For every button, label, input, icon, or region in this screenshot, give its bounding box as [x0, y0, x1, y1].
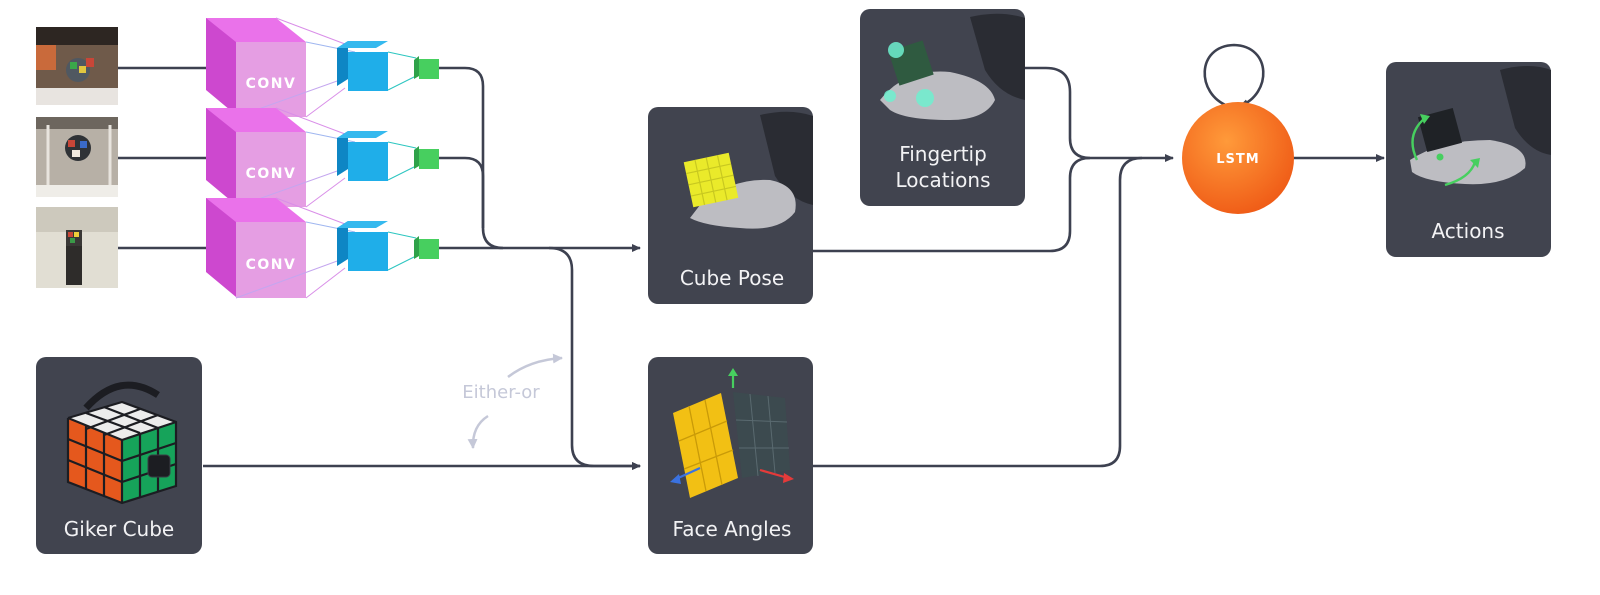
- either-or-arrow-down: [467, 414, 489, 449]
- face-angles-node: Face Angles: [648, 357, 813, 554]
- face-angles-label: Face Angles: [673, 517, 792, 541]
- edge-fingertip-to-lstm: [1024, 66, 1091, 160]
- conv-label: CONV: [246, 166, 297, 182]
- either-or-label: Either-or: [462, 382, 540, 403]
- fingertip-label-line2: Locations: [895, 168, 990, 192]
- either-or-arrow-up: [507, 353, 563, 378]
- edge-face-angles-to-lstm: [810, 156, 1143, 468]
- camera-image-3: [36, 207, 118, 288]
- conv-label: CONV: [246, 257, 297, 273]
- green-block-2: [414, 146, 439, 169]
- conv-label: CONV: [246, 76, 297, 92]
- blue-block-3: [337, 221, 388, 271]
- fingertip-locations-node: Fingertip Locations: [860, 9, 1025, 206]
- face-angles-cube-icon: [670, 368, 794, 498]
- giker-cube-node: Giker Cube: [36, 357, 202, 554]
- edge-stream1-merge: [439, 66, 504, 250]
- actions-label: Actions: [1431, 219, 1504, 243]
- actions-node: Actions: [1386, 62, 1551, 257]
- edge-to-face-angles: [548, 246, 641, 470]
- edge-cube-pose-to-lstm: [810, 156, 1091, 253]
- conv-block-2: CONV: [206, 108, 306, 207]
- fingertip-label-line1: Fingertip: [899, 142, 987, 166]
- cube-pose-node: Cube Pose: [648, 107, 813, 304]
- camera-image-2: [36, 117, 118, 197]
- blue-block-2: [337, 131, 388, 181]
- conv-connectors-3: [235, 197, 417, 299]
- lstm-label: LSTM: [1216, 152, 1259, 167]
- blue-block-1: [337, 41, 388, 91]
- giker-cube-icon: [66, 381, 178, 505]
- camera-image-1: [36, 27, 118, 105]
- either-or-annotation: Either-or: [462, 353, 563, 449]
- conv-block-3: CONV: [206, 198, 306, 298]
- conv-block-1: CONV: [206, 18, 306, 117]
- cube-pose-label: Cube Pose: [680, 266, 784, 290]
- green-block-3: [414, 236, 439, 259]
- lstm-loop-arrow: [1203, 43, 1265, 108]
- lstm-node: LSTM: [1182, 102, 1294, 214]
- edge-stream2-merge: [439, 156, 485, 228]
- green-block-1: [414, 56, 439, 79]
- giker-cube-label: Giker Cube: [64, 517, 174, 541]
